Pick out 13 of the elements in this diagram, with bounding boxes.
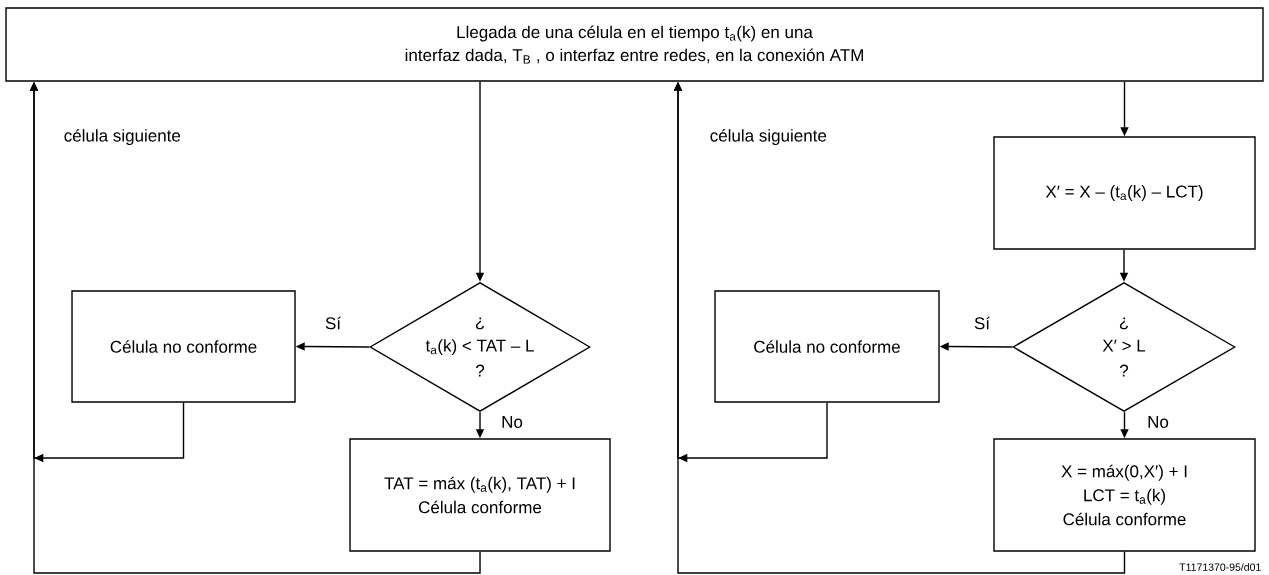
edge-label: Sí	[972, 315, 992, 331]
loop-label: célula siguiente	[710, 129, 827, 145]
process-box: TAT = máx (t$_{a}$(k), TAT) + I Célula conforme	[349, 438, 611, 552]
title-box: Llegada de una célula en el tiempo t$_{a}$(k) en una interfaz dada, T$_{B}$ , o interfaz entre redes, en la conexión ATM	[5, 7, 1264, 82]
edge-label: No	[500, 415, 524, 429]
process-box: Célula no conforme	[714, 290, 940, 403]
process-box: X = máx(0,X′) + I LCT = t$_{a}$(k) Célula conforme	[993, 438, 1256, 552]
process-box: X′ = X – (t$_{a}$(k) – LCT)	[993, 136, 1256, 250]
figure-id: T1171370-95/d01	[1179, 563, 1261, 571]
edge-label: Sí	[324, 315, 343, 331]
process-box: Célula no conforme	[71, 290, 296, 403]
loop-label: célula siguiente	[64, 129, 181, 145]
edge-label: No	[1146, 415, 1170, 429]
